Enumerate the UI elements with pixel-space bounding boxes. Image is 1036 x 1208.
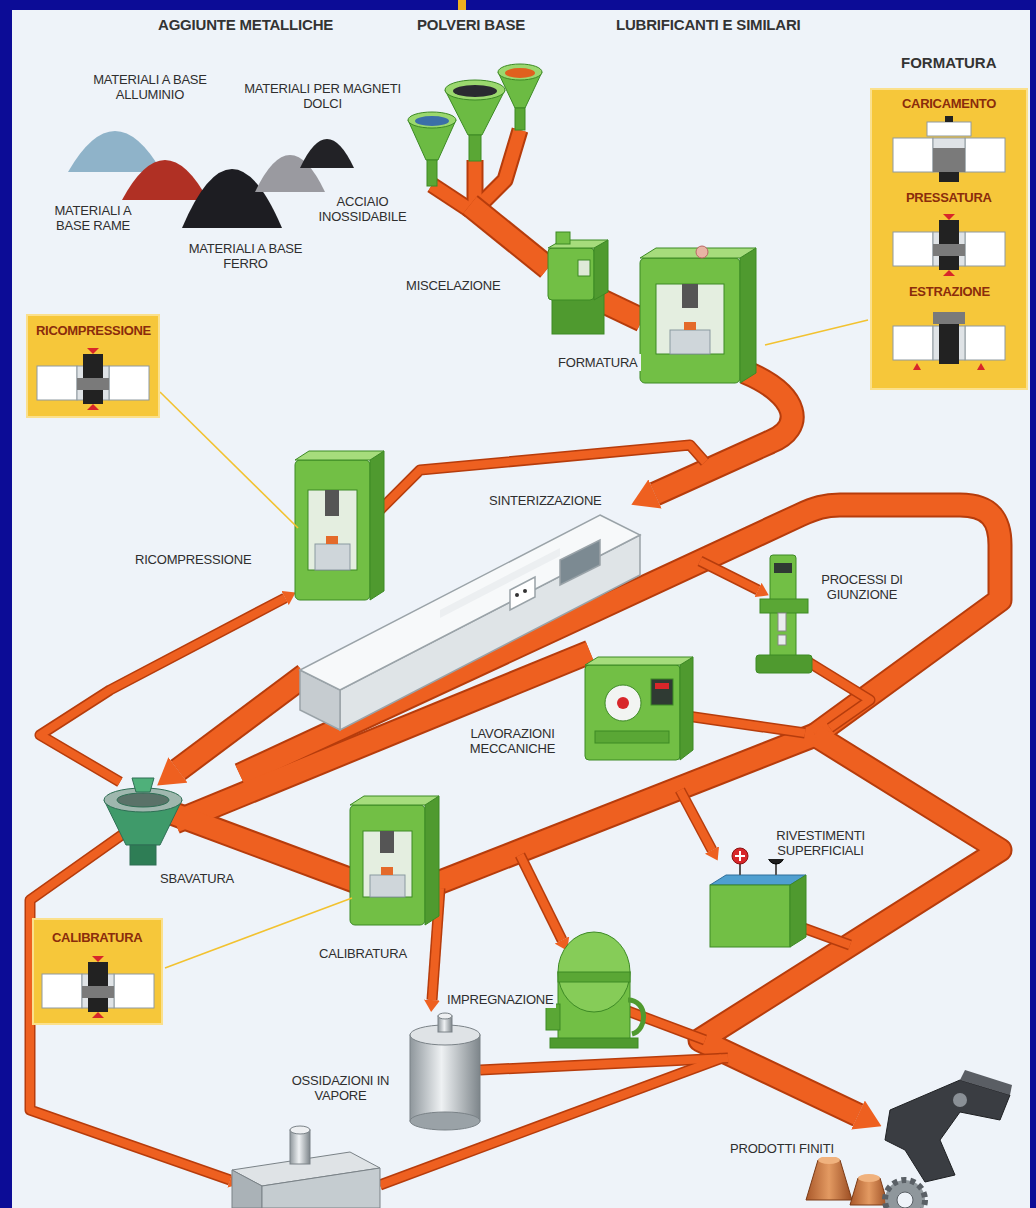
material-label: MATERIALI A BASE ALLUMINIO xyxy=(82,71,218,103)
process-label: MISCELAZIONE xyxy=(403,277,503,294)
process-label: SBAVATURA xyxy=(157,870,237,887)
finished-products xyxy=(806,1070,1012,1208)
process-label: OSSIDAZIONI IN VAPORE xyxy=(285,1072,396,1104)
coating-tank xyxy=(710,848,806,947)
ground xyxy=(12,10,1030,1208)
forming-press xyxy=(640,246,756,383)
material-label: MATERIALI PER MAGNETI DOLCI xyxy=(232,80,413,112)
step-label: PRESSATURA xyxy=(906,189,992,207)
sizing-press xyxy=(350,796,439,925)
process-label: IMPREGNAZIONE xyxy=(444,991,556,1008)
deburring-machine xyxy=(104,778,182,865)
material-label: MATERIALI A BASE FERRO xyxy=(180,240,311,272)
steam-oxidation-cylinder xyxy=(410,1013,480,1130)
column-header: POLVERI BASE xyxy=(414,15,528,35)
step-label: CARICAMENTO xyxy=(902,95,996,113)
process-panel: RICOMPRESSIONE xyxy=(26,314,160,418)
mixer-machine xyxy=(548,232,608,334)
leader-lines xyxy=(160,320,868,968)
pipes-thin xyxy=(30,445,870,1185)
process-label: RICOMPRESSIONE xyxy=(132,551,254,568)
process-panel: FORMATURACARICAMENTOPRESSATURAESTRAZIONE xyxy=(870,88,1028,390)
step-label: RICOMPRESSIONE xyxy=(36,322,151,340)
die-pictogram xyxy=(872,90,1026,392)
material-label: MATERIALI A BASE RAME xyxy=(35,202,151,234)
process-label: PROCESSI DI GIUNZIONE xyxy=(814,571,910,603)
step-label: ESTRAZIONE xyxy=(909,283,990,301)
impregnation-vessel xyxy=(546,932,644,1048)
column-header: LUBRIFICANTI E SIMILARI xyxy=(613,15,804,35)
die-schematic xyxy=(872,90,1026,388)
process-panel: CALIBRATURA xyxy=(32,918,163,1025)
repressing-press xyxy=(295,451,384,600)
step-label: CALIBRATURA xyxy=(52,929,142,947)
process-label: RIVESTIMENTI SUPERFICIALI xyxy=(760,827,881,859)
material-label: ACCIAIO INOSSIDABILE xyxy=(307,193,418,225)
funnels xyxy=(408,64,542,186)
process-label: PRODOTTI FINITI xyxy=(727,1140,837,1157)
bottom-machine xyxy=(232,1126,380,1208)
process-label: SINTERIZZAZIONE xyxy=(486,492,605,509)
process-label: CALIBRATURA xyxy=(316,945,410,962)
machining-lathe xyxy=(585,657,693,760)
joining-welder xyxy=(756,555,812,673)
process-label: LAVORAZIONI MECCANICHE xyxy=(452,725,573,757)
panel-heading: FORMATURA xyxy=(901,54,997,72)
process-label: FORMATURA xyxy=(555,354,641,371)
accent-tab xyxy=(458,0,466,10)
column-header: AGGIUNTE METALLICHE xyxy=(155,15,336,35)
